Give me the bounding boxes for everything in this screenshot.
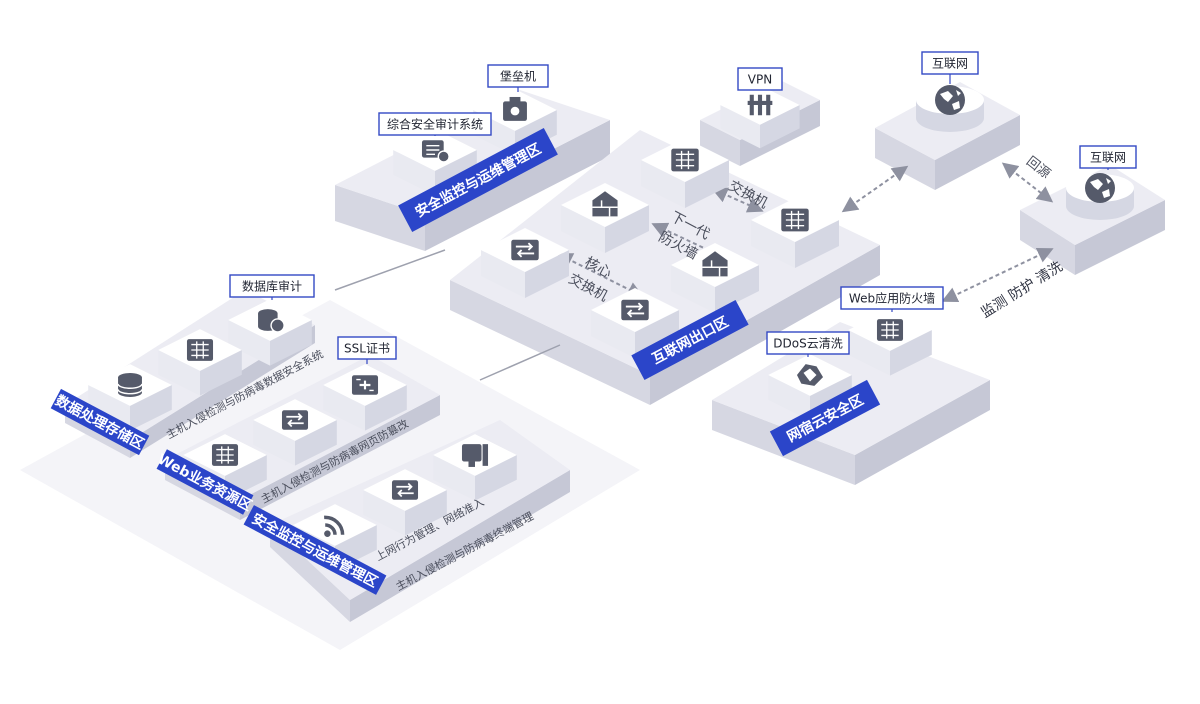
link-resources-to-exit — [479, 344, 561, 381]
callout-ssl-label: SSL证书 — [344, 342, 390, 356]
callout-audit-system-label: 综合安全审计系统 — [387, 117, 483, 132]
waf-icon — [876, 318, 904, 342]
arrow-exit-internet — [841, 165, 909, 213]
node-audit-system — [393, 129, 477, 196]
label-monitor: 监测 防护 清洗 — [978, 259, 1065, 322]
switch-icon — [780, 207, 810, 233]
callout-internet-1-label: 互联网 — [932, 57, 968, 71]
vpn-icon — [748, 95, 773, 116]
server-icon — [211, 443, 239, 467]
link-ops-to-exit — [334, 249, 446, 291]
callout-internet-2: 互联网 — [1079, 145, 1137, 170]
callout-internet-2-label: 互联网 — [1090, 151, 1126, 165]
callout-audit-system: 综合安全审计系统 — [378, 112, 492, 136]
switch-icon — [281, 409, 309, 431]
callout-vpn: VPN — [737, 67, 783, 91]
node-exit-firewall-left — [561, 183, 649, 253]
node-exit-switch-top — [641, 138, 729, 208]
label-return-source: 回源 — [1023, 154, 1053, 182]
node-exit-firewall-right — [671, 243, 759, 313]
callout-internet-1: 互联网 — [921, 51, 979, 84]
arrow-monitor-clean — [941, 247, 1054, 303]
node-exit-core-bottom — [591, 288, 679, 358]
arrow-return-source — [1001, 162, 1054, 203]
node-db-audit — [228, 299, 312, 366]
callout-waf-label: Web应用防火墙 — [849, 291, 935, 306]
node-waf — [848, 309, 932, 376]
switch-icon — [670, 147, 700, 173]
node-terminal — [433, 434, 517, 501]
node-internet-2 — [1066, 173, 1134, 220]
globe-icon — [935, 85, 965, 115]
callout-db-audit-label: 数据库审计 — [242, 279, 302, 294]
callout-ddos-label: DDoS云清洗 — [773, 337, 842, 351]
switch-icon — [510, 238, 540, 262]
node-data-server — [158, 329, 242, 396]
node-internet-1 — [916, 85, 984, 132]
database-icon — [117, 372, 143, 398]
ssl-cert-icon — [350, 374, 380, 396]
callout-bastion-label: 堡垒机 — [500, 69, 536, 84]
switch-icon — [620, 298, 650, 322]
globe-icon — [1085, 173, 1115, 203]
arrow-switch — [711, 187, 764, 213]
node-database — [88, 364, 172, 431]
node-vpn — [720, 85, 800, 149]
callout-bastion: 堡垒机 — [487, 64, 549, 92]
callout-ssl: SSL证书 — [337, 336, 397, 364]
callout-db-audit: 数据库审计 — [229, 274, 315, 300]
callout-waf: Web应用防火墙 — [840, 286, 944, 312]
node-exit-core-left — [481, 228, 569, 298]
server-icon — [186, 338, 214, 362]
connection-lines — [334, 162, 1054, 381]
callout-vpn-label: VPN — [748, 73, 772, 87]
callout-ddos: DDoS云清洗 — [766, 331, 850, 357]
node-exit-switch-right — [751, 198, 839, 268]
arrow-core-switch — [556, 253, 644, 297]
node-web-switch — [253, 399, 337, 466]
node-ops-switch — [363, 469, 447, 536]
node-ssl — [323, 364, 407, 431]
switch-icon — [391, 479, 419, 501]
